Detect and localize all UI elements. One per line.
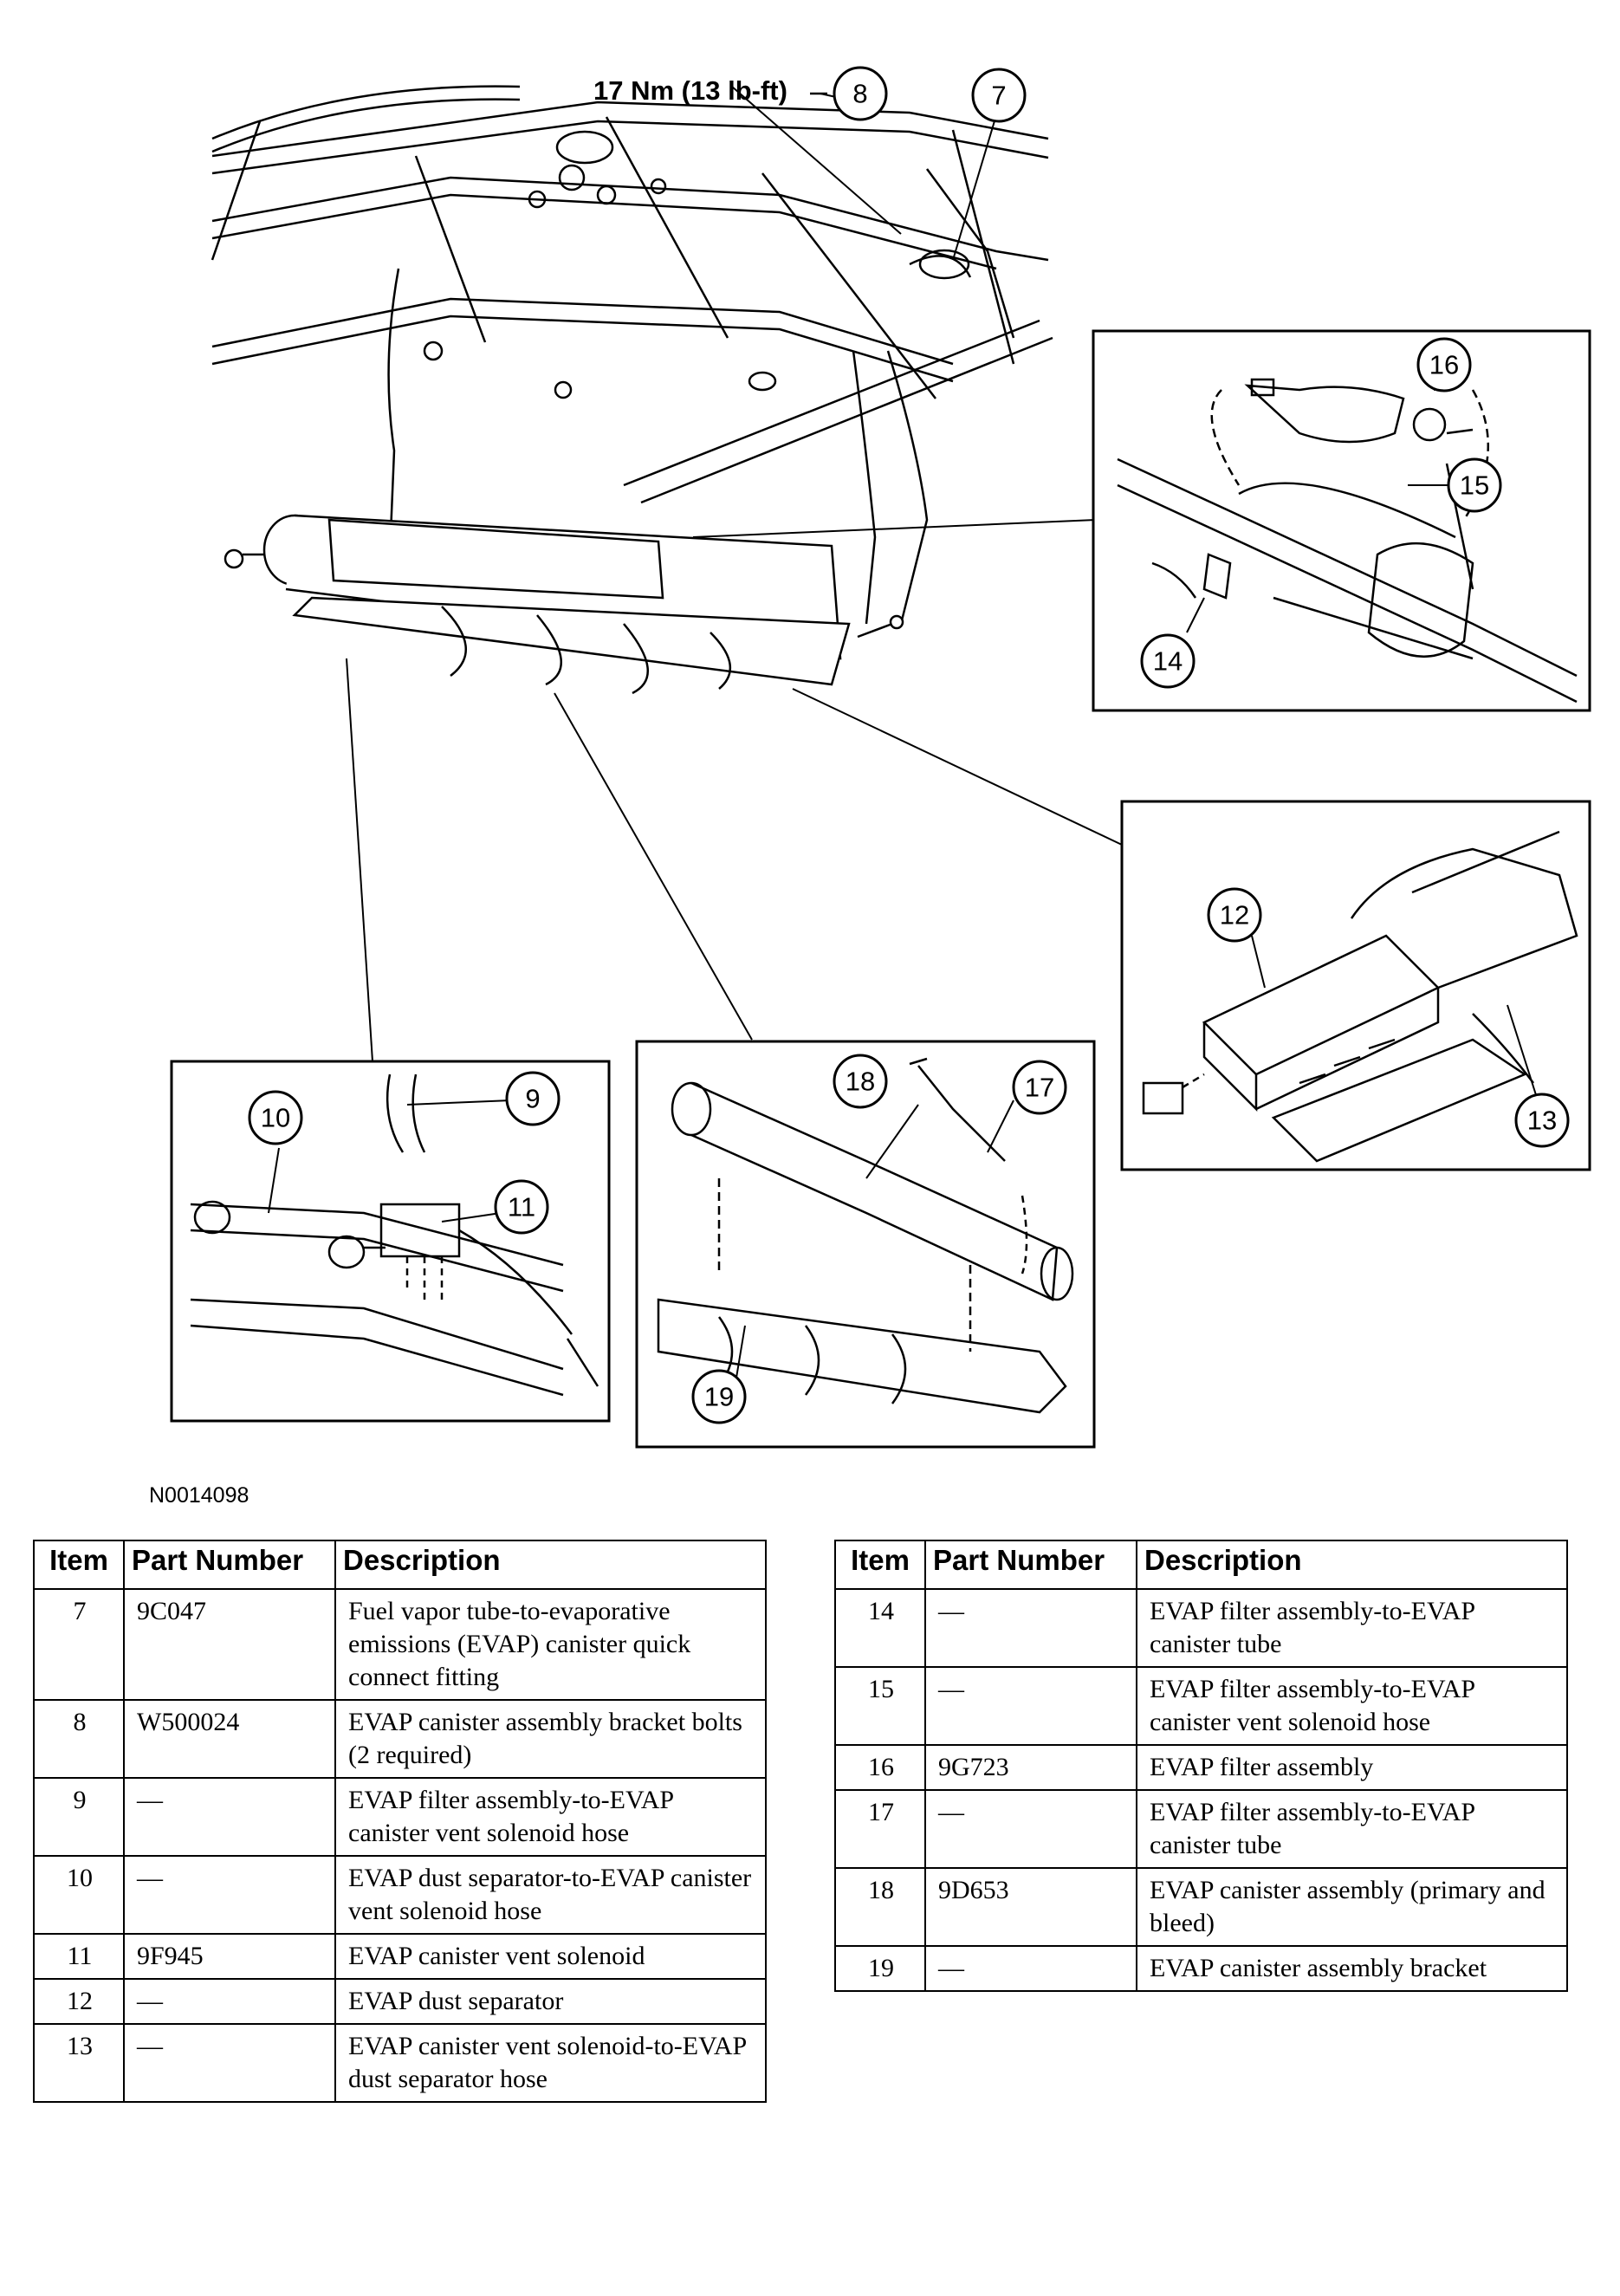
item-cell: 17 [834,1789,926,1869]
part-number-cell: — [123,2023,336,2103]
callout-10: 10 [248,1090,303,1145]
svg-text:15: 15 [1460,470,1489,501]
part-number-cell: 9D653 [924,1867,1137,1947]
description-cell: EVAP filter assembly-to-EVAP canister tu… [1136,1588,1568,1668]
column-header-item: Item [834,1540,926,1590]
part-number-cell: — [924,1789,1137,1869]
table-row: 14—EVAP filter assembly-to-EVAP canister… [834,1588,1568,1668]
callout-17: 17 [1012,1060,1067,1115]
svg-text:19: 19 [704,1382,734,1412]
item-cell: 16 [834,1744,926,1791]
item-cell: 19 [834,1945,926,1992]
svg-text:8: 8 [852,79,867,109]
canister-assembly-main-view [224,514,904,695]
table-row: 9—EVAP filter assembly-to-EVAP canister … [33,1777,767,1857]
item-cell: 8 [33,1699,125,1779]
part-number-cell: W500024 [123,1699,336,1779]
item-cell: 9 [33,1777,125,1857]
callout-9: 9 [505,1071,561,1126]
item-cell: 10 [33,1855,125,1935]
description-cell: EVAP canister vent solenoid [334,1933,767,1980]
figure-id: N0014098 [149,1483,249,1508]
column-header-part-number: Part Number [924,1540,1137,1590]
svg-text:18: 18 [846,1067,875,1097]
part-number-cell: — [123,1855,336,1935]
item-cell: 13 [33,2023,125,2103]
svg-text:11: 11 [508,1192,535,1223]
svg-text:13: 13 [1527,1106,1557,1136]
svg-text:12: 12 [1220,900,1249,931]
exploded-view-diagram: 17 Nm (13 lb-ft) 7 8 9 10 11 12 13 14 15… [170,66,1591,1449]
table-row: 17—EVAP filter assembly-to-EVAP canister… [834,1789,1568,1869]
column-header-part-number: Part Number [123,1540,336,1590]
description-cell: EVAP canister assembly bracket [1136,1945,1568,1992]
description-cell: Fuel vapor tube-to-evaporative emissions… [334,1588,767,1701]
callout-leader-lines [268,385,1539,1378]
leader-lines [346,86,1123,1062]
table-row: 19—EVAP canister assembly bracket [834,1945,1568,1992]
callout-7: 7 [971,68,1027,123]
part-number-cell: — [123,1777,336,1857]
svg-text:10: 10 [261,1103,290,1133]
table-row: 10—EVAP dust separator-to-EVAP canister … [33,1855,767,1935]
vehicle-frame-illustration [211,85,1053,625]
callout-12: 12 [1207,887,1262,943]
column-header-description: Description [1136,1540,1568,1590]
item-cell: 7 [33,1588,125,1701]
description-cell: EVAP canister assembly (primary and blee… [1136,1867,1568,1947]
part-number-cell: 9G723 [924,1744,1137,1791]
table-header-row: Item Part Number Description [834,1540,1568,1590]
item-cell: 18 [834,1867,926,1947]
svg-text:7: 7 [991,81,1006,111]
torque-spec-label: 17 Nm (13 lb-ft) [593,75,787,106]
parts-table-right: Item Part Number Description 14—EVAP fil… [834,1540,1568,1992]
part-number-cell: — [924,1945,1137,1992]
callout-16: 16 [1416,337,1472,392]
description-cell: EVAP dust separator [334,1978,767,2025]
table-row: 12—EVAP dust separator [33,1978,767,2025]
column-header-item: Item [33,1540,125,1590]
callout-19: 19 [691,1369,747,1424]
description-cell: EVAP dust separator-to-EVAP canister ven… [334,1855,767,1935]
table-header-row: Item Part Number Description [33,1540,767,1590]
svg-text:9: 9 [525,1084,540,1114]
svg-text:16: 16 [1429,350,1459,380]
part-number-cell: 9C047 [123,1588,336,1701]
svg-text:17: 17 [1025,1073,1054,1103]
detail-box-dust-separator [1120,800,1591,1171]
item-cell: 14 [834,1588,926,1668]
description-cell: EVAP filter assembly-to-EVAP canister ve… [1136,1666,1568,1746]
description-cell: EVAP filter assembly-to-EVAP canister ve… [334,1777,767,1857]
table-row: 15—EVAP filter assembly-to-EVAP canister… [834,1666,1568,1746]
item-cell: 15 [834,1666,926,1746]
item-cell: 12 [33,1978,125,2025]
description-cell: EVAP filter assembly [1136,1744,1568,1791]
part-number-cell: 9F945 [123,1933,336,1980]
description-cell: EVAP canister vent solenoid-to-EVAP dust… [334,2023,767,2103]
svg-text:14: 14 [1153,646,1183,677]
description-cell: EVAP filter assembly-to-EVAP canister tu… [1136,1789,1568,1869]
column-header-description: Description [334,1540,767,1590]
table-row: 13—EVAP canister vent solenoid-to-EVAP d… [33,2023,767,2103]
description-cell: EVAP canister assembly bracket bolts (2 … [334,1699,767,1779]
callout-11: 11 [494,1179,549,1235]
callout-18: 18 [833,1054,888,1109]
callout-14: 14 [1140,633,1196,689]
part-number-cell: — [924,1588,1137,1668]
callout-8: 8 [833,66,888,121]
part-number-cell: — [123,1978,336,2025]
callout-13: 13 [1514,1093,1570,1148]
callout-15: 15 [1447,457,1502,513]
part-number-cell: — [924,1666,1137,1746]
item-cell: 11 [33,1933,125,1980]
